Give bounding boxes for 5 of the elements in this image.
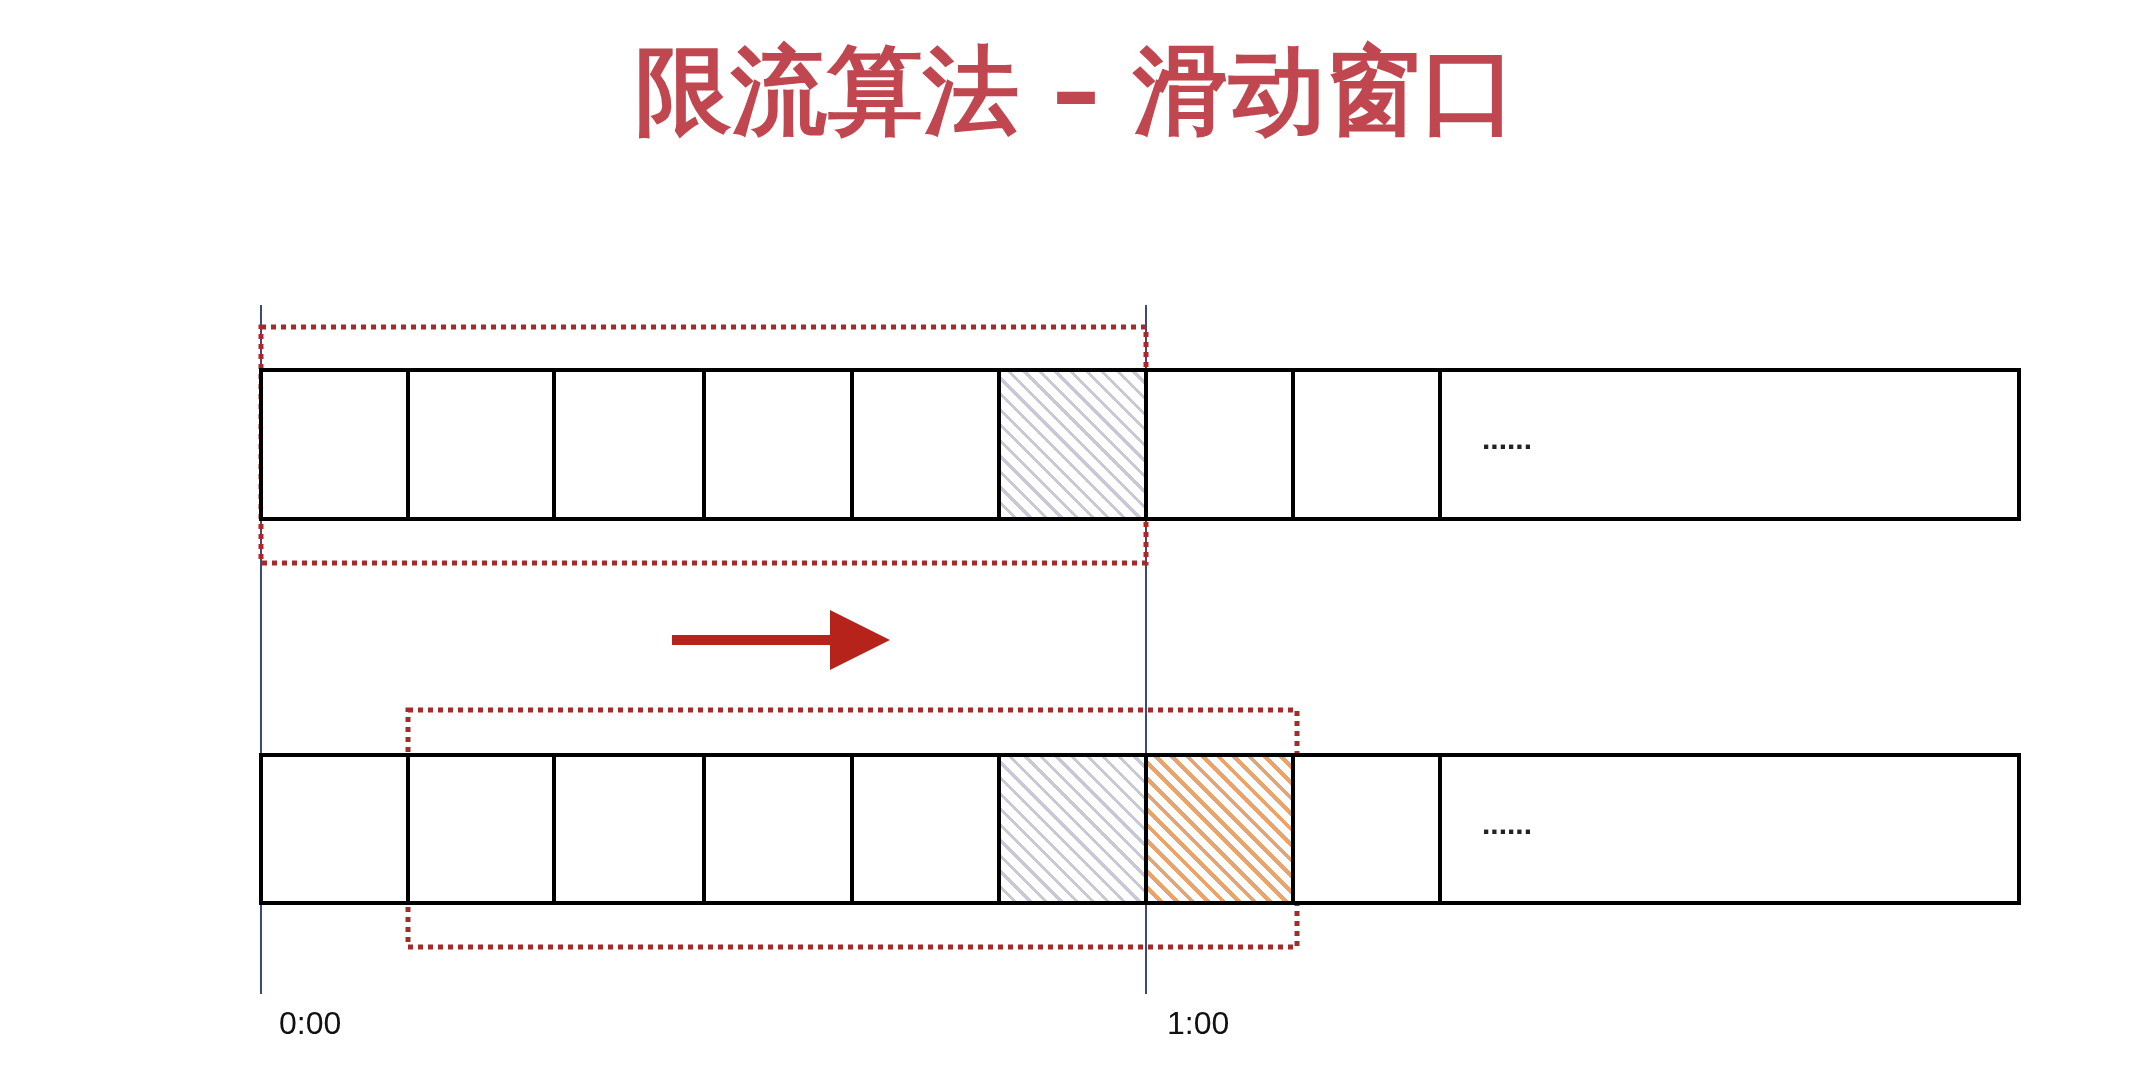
time-label: 1:00 [1167,1005,1230,1042]
title: 限流算法 – 滑动窗口 [633,34,1519,149]
ellipsis-text: ...... [1482,807,1532,841]
time-label: 0:00 [279,1005,342,1042]
ellipsis-text: ...... [1482,422,1532,456]
